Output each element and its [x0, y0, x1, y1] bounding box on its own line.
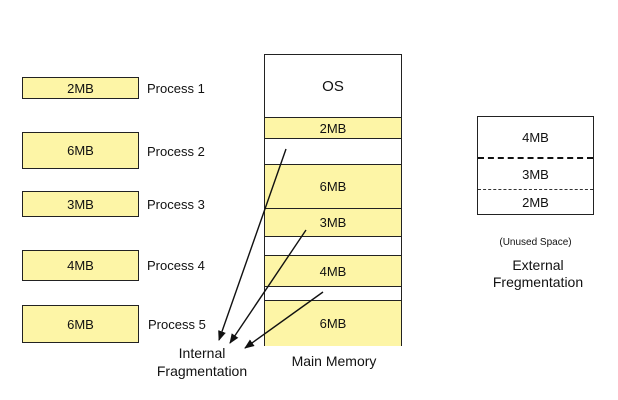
process-2-label: Process 2 — [147, 144, 205, 159]
internal-fragmentation-label: Internal Fragmentation — [143, 344, 261, 380]
memory-segment-4mb: 4MB — [265, 255, 401, 286]
internal-line-1: Internal — [178, 345, 226, 361]
process-5-block: 6MB — [22, 305, 139, 343]
memory-segment-6mb-b-label: 6MB — [319, 316, 347, 331]
memory-free-1 — [265, 138, 401, 164]
external-line-1: External — [512, 257, 564, 273]
process-1-block: 2MB — [22, 77, 139, 99]
process-2-size: 6MB — [67, 143, 94, 158]
os-segment: OS — [265, 55, 401, 117]
memory-segment-2mb: 2MB — [265, 117, 401, 138]
main-memory-caption: Main Memory — [291, 353, 377, 369]
process-4-size: 4MB — [67, 258, 94, 273]
arrow-from-free-1 — [218, 148, 287, 341]
memory-segment-6mb-b: 6MB — [265, 300, 401, 346]
memory-free-3 — [265, 286, 401, 300]
process-3-label: Process 3 — [147, 197, 205, 212]
process-3-block: 3MB — [22, 191, 139, 217]
memory-segment-6mb-a-label: 6MB — [319, 179, 347, 194]
arrow-from-free-2 — [229, 229, 307, 344]
memory-segment-2mb-label: 2MB — [319, 120, 347, 136]
process-5-size: 6MB — [67, 316, 94, 332]
process-1-label: Process 1 — [147, 81, 205, 96]
os-label: OS — [322, 77, 344, 95]
internal-line-2: Fragmentation — [156, 363, 248, 379]
external-block-4mb: 4MB — [478, 117, 593, 158]
external-fragments-box: 4MB 3MB 2MB — [477, 116, 594, 215]
memory-segment-3mb-label: 3MB — [319, 215, 347, 230]
memory-segment-3mb: 3MB — [265, 208, 401, 236]
unused-space-note: (Unused Space) — [499, 237, 572, 248]
process-4-label: Process 4 — [147, 258, 205, 273]
memory-free-2 — [265, 236, 401, 255]
process-1-size: 2MB — [67, 80, 94, 96]
process-2-block: 6MB — [22, 132, 139, 169]
external-line-2: Fregmentation — [492, 274, 584, 290]
process-5-label: Process 5 — [148, 317, 206, 332]
external-block-4mb-label: 4MB — [522, 130, 549, 145]
process-3-size: 3MB — [67, 196, 94, 212]
external-block-2mb: 2MB — [478, 189, 593, 215]
external-block-3mb-label: 3MB — [522, 167, 549, 182]
memory-segment-6mb-a: 6MB — [265, 164, 401, 208]
main-memory-box: OS 2MB 6MB 3MB 4MB 6MB — [264, 54, 402, 346]
process-4-block: 4MB — [22, 250, 139, 281]
external-block-2mb-label: 2MB — [522, 195, 549, 210]
external-block-3mb: 3MB — [478, 157, 593, 190]
memory-segment-4mb-label: 4MB — [319, 263, 347, 279]
external-fragmentation-label: External Fregmentation — [477, 257, 599, 291]
arrow-from-free-3 — [244, 291, 324, 349]
